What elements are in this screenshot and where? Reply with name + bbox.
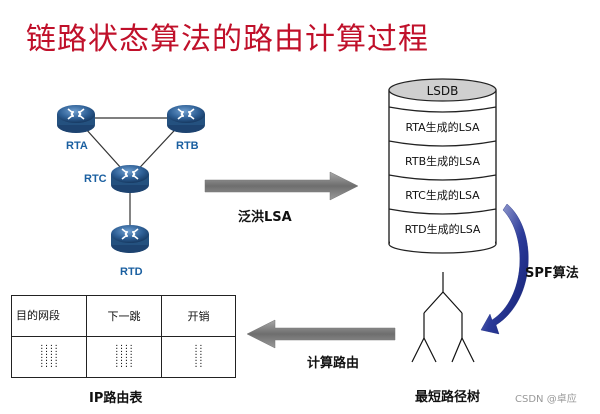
- lsdb-header: LSDB: [426, 84, 459, 98]
- shortest-path-tree: [411, 272, 475, 363]
- router-label-rtb: RTB: [176, 140, 199, 152]
- router-label-rtd: RTD: [120, 266, 143, 278]
- router-label-rta: RTA: [66, 140, 88, 152]
- route-table-cell-placeholder: ::::::::: [161, 336, 236, 378]
- ip-route-table: 目的网段 下一跳 开销 :::::::::::::::: :::::::::::…: [11, 295, 236, 378]
- flood-arrow: [204, 171, 359, 201]
- watermark: CSDN @卓应: [515, 394, 577, 405]
- spf-label: SPF算法: [525, 266, 579, 281]
- route-table-cell-placeholder: ::::::::::::::::: [11, 336, 87, 378]
- page-title: 链路状态算法的路由计算过程: [26, 22, 429, 57]
- router-rtd-icon: [110, 224, 150, 254]
- lsdb-database: [388, 78, 497, 254]
- route-table-cell-placeholder: ::::::::::::::::: [86, 336, 162, 378]
- compute-route-label: 计算路由: [307, 356, 360, 371]
- router-rtb-icon: [166, 104, 206, 134]
- router-rtc-icon: [110, 164, 150, 194]
- shortest-tree-label: 最短路径树: [415, 390, 481, 405]
- lsdb-entry: RTC生成的LSA: [405, 189, 480, 202]
- spf-arrow: [480, 203, 529, 335]
- lsdb-entry: RTD生成的LSA: [404, 223, 481, 236]
- route-table-header-destination: 目的网段: [11, 295, 87, 337]
- route-table-caption: IP路由表: [89, 391, 143, 406]
- table-row: :::::::::::::::: :::::::::::::::: ::::::…: [11, 336, 236, 378]
- lsdb-entry: RTB生成的LSA: [405, 155, 480, 168]
- flood-label: 泛洪LSA: [238, 210, 292, 225]
- compute-route-arrow: [246, 319, 396, 349]
- route-table-header-nexthop: 下一跳: [86, 295, 162, 337]
- route-table-header-cost: 开销: [161, 295, 236, 337]
- lsdb-entry: RTA生成的LSA: [405, 121, 480, 134]
- router-rta-icon: [56, 104, 96, 134]
- router-label-rtc: RTC: [84, 173, 107, 185]
